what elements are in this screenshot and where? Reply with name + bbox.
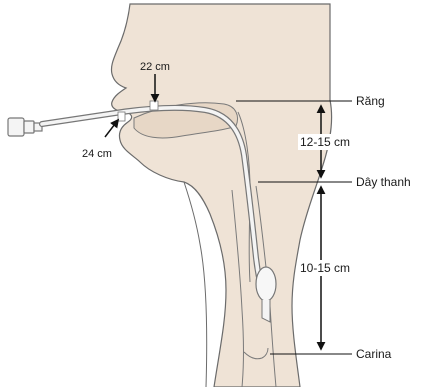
label-teeth: Răng xyxy=(356,94,385,108)
tube-tip xyxy=(262,300,270,322)
neck-contour xyxy=(184,182,207,387)
label-22cm: 22 cm xyxy=(140,61,170,73)
label-24cm: 24 cm xyxy=(82,148,112,160)
arrow-24cm xyxy=(105,120,118,137)
lower-tooth xyxy=(118,112,125,121)
label-12-15cm: 12-15 cm xyxy=(300,135,350,149)
upper-tooth xyxy=(150,101,158,110)
tube-connector xyxy=(8,118,24,136)
label-vocal-cords: Dây thanh xyxy=(356,175,411,189)
label-carina: Carina xyxy=(356,347,392,361)
tube-cuff xyxy=(256,267,276,301)
label-10-15cm: 10-15 cm xyxy=(300,261,350,275)
tube-connector-collar xyxy=(24,121,34,133)
anatomy-labels: Răng Dây thanh Carina 12-15 cm 10-15 cm xyxy=(298,94,411,361)
